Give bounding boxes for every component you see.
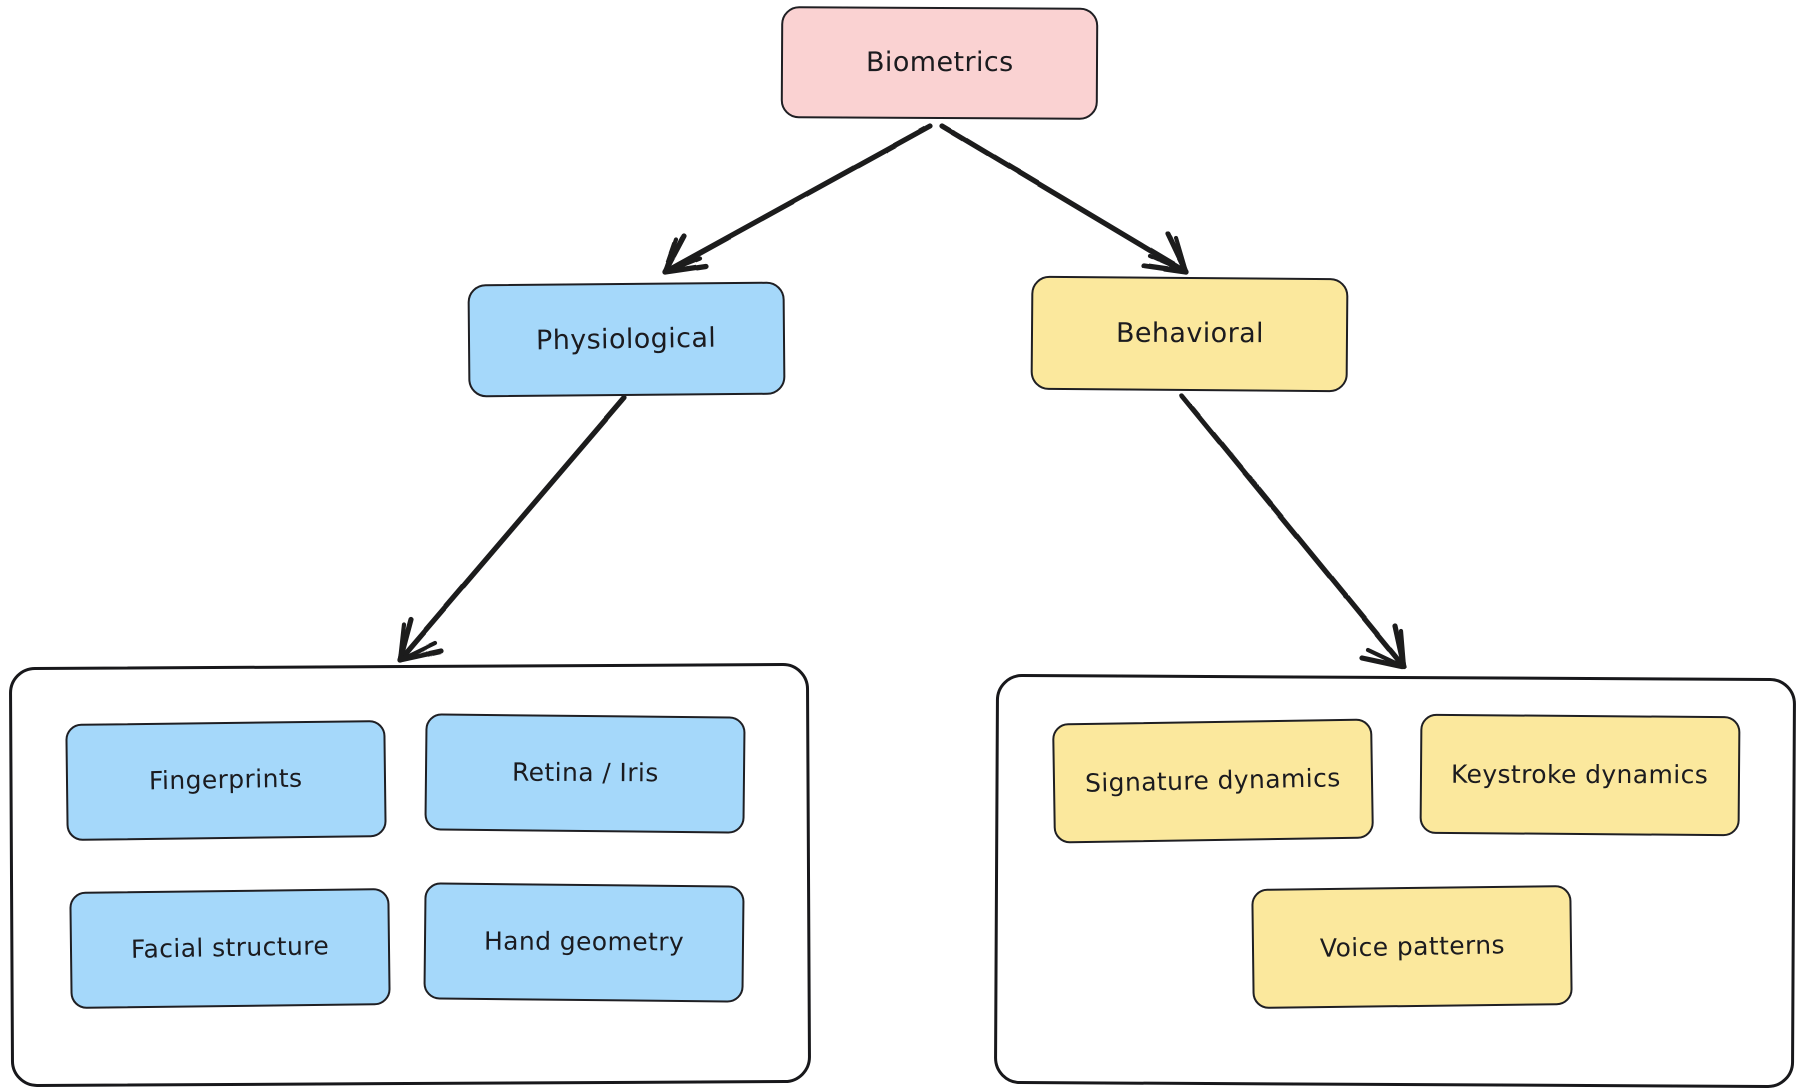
node-physiological[interactable]: Physiological xyxy=(467,281,786,398)
node-physiological-label: Physiological xyxy=(536,322,717,357)
leaf-fingerprints[interactable]: Fingerprints xyxy=(65,720,387,841)
leaf-retina-iris[interactable]: Retina / Iris xyxy=(424,713,746,834)
leaf-voice-patterns[interactable]: Voice patterns xyxy=(1251,885,1573,1009)
node-biometrics[interactable]: Biometrics xyxy=(780,6,1099,120)
node-behavioral[interactable]: Behavioral xyxy=(1030,275,1349,393)
node-behavioral-label: Behavioral xyxy=(1115,318,1264,350)
leaf-hand-geometry-label: Hand geometry xyxy=(483,926,685,957)
leaf-facial-structure-label: Facial structure xyxy=(130,931,330,964)
edge-biometrics-to-behavioral xyxy=(939,123,1189,275)
node-biometrics-label: Biometrics xyxy=(865,47,1014,79)
edge-physiological-to-group xyxy=(397,395,627,663)
leaf-voice-patterns-label: Voice patterns xyxy=(1319,929,1505,963)
leaf-retina-iris-label: Retina / Iris xyxy=(511,757,659,788)
edge-biometrics-to-physiological xyxy=(662,123,933,275)
leaf-signature-dynamics[interactable]: Signature dynamics xyxy=(1052,718,1374,844)
leaf-keystroke-dynamics-label: Keystroke dynamics xyxy=(1451,759,1709,789)
leaf-fingerprints-label: Fingerprints xyxy=(148,763,303,796)
leaf-facial-structure[interactable]: Facial structure xyxy=(69,888,391,1009)
leaf-hand-geometry[interactable]: Hand geometry xyxy=(423,882,745,1003)
edge-behavioral-to-group xyxy=(1179,393,1407,670)
leaf-keystroke-dynamics[interactable]: Keystroke dynamics xyxy=(1419,713,1741,837)
leaf-signature-dynamics-label: Signature dynamics xyxy=(1084,762,1342,798)
